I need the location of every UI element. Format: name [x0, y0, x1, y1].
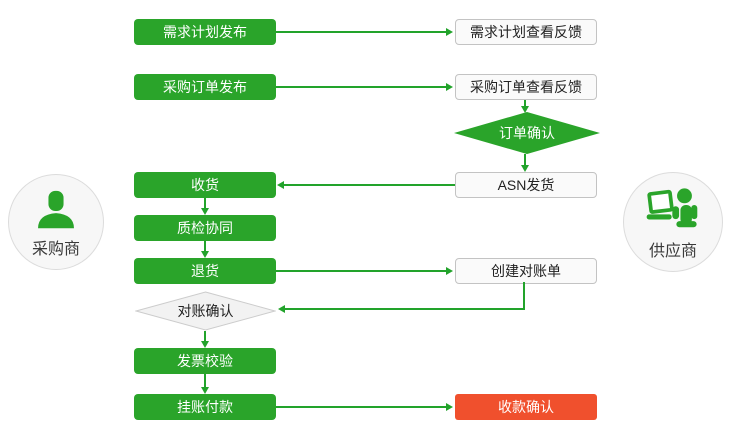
diamond-shape	[135, 291, 276, 331]
node-demand-plan-release: 需求计划发布	[134, 19, 276, 45]
connector-invoice-to-payment	[204, 374, 206, 387]
connector-statement-to-recon	[285, 308, 525, 310]
node-purchase-order-feedback: 采购订单查看反馈	[455, 74, 597, 100]
connector-receive-to-quality	[204, 198, 206, 208]
buyer-label: 采购商	[31, 241, 80, 258]
arrowhead-down-icon	[201, 387, 209, 394]
connector-order-confirm-to-asn	[524, 154, 526, 165]
connector-asn-to-receive	[284, 184, 455, 186]
connector-order-release-to-feedback	[276, 86, 446, 88]
arrowhead-down-icon	[521, 165, 529, 172]
node-asn-shipment: ASN发货	[455, 172, 597, 198]
node-invoice-verification: 发票校验	[134, 348, 276, 374]
arrowhead-right-icon	[446, 28, 453, 36]
decision-label: 对账确认	[177, 303, 234, 319]
arrowhead-left-icon	[278, 305, 285, 313]
connector-recon-to-invoice	[204, 331, 206, 341]
node-return-goods: 退货	[134, 258, 276, 284]
supplier-actor-circle: 供应商	[623, 172, 723, 272]
node-purchase-order-release: 采购订单发布	[134, 74, 276, 100]
arrowhead-right-icon	[446, 267, 453, 275]
person-icon	[38, 190, 74, 229]
node-demand-plan-feedback: 需求计划查看反馈	[455, 19, 597, 45]
diamond-shape	[454, 112, 600, 154]
person-laptop-icon	[646, 188, 698, 228]
node-receipt-confirmation: 收款确认	[455, 394, 597, 420]
buyer-actor-circle: 采购商	[8, 174, 104, 270]
arrowhead-left-icon	[277, 181, 284, 189]
connector-payment-to-receipt	[276, 406, 446, 408]
arrowhead-down-icon	[201, 341, 209, 348]
decision-order-confirmation: 订单确认	[454, 112, 600, 154]
connector-return-to-statement	[276, 270, 446, 272]
connector-quality-to-return	[204, 241, 206, 251]
supplier-label: 供应商	[648, 243, 697, 260]
decision-reconciliation-confirmation: 对账确认	[135, 291, 276, 331]
arrowhead-right-icon	[446, 403, 453, 411]
arrowhead-down-icon	[201, 251, 209, 258]
node-pending-payment: 挂账付款	[134, 394, 276, 420]
arrowhead-right-icon	[446, 83, 453, 91]
arrowhead-down-icon	[201, 208, 209, 215]
connector-feedback-to-order-confirm	[524, 100, 526, 107]
arrowhead-down-icon	[521, 106, 529, 113]
node-receive-goods: 收货	[134, 172, 276, 198]
node-create-statement: 创建对账单	[455, 258, 597, 284]
decision-label: 订单确认	[499, 125, 555, 141]
connector-demand-release-to-feedback	[276, 31, 446, 33]
connector-statement-elbow-vertical	[523, 282, 525, 309]
node-quality-inspection: 质检协同	[134, 215, 276, 241]
